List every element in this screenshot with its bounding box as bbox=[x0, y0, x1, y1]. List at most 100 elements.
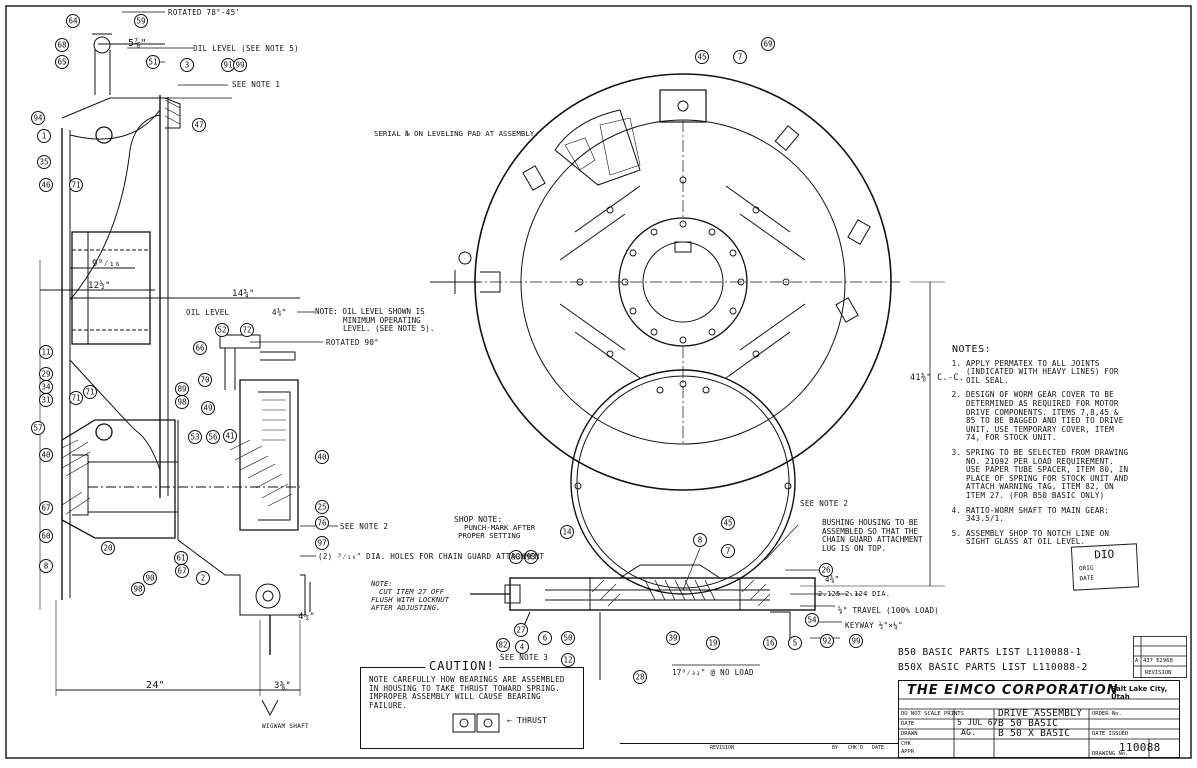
revision-letter: A bbox=[1135, 658, 1139, 664]
item-balloon-circle bbox=[788, 636, 802, 650]
item-balloon-number: 65 bbox=[57, 58, 66, 67]
item-balloon-circle bbox=[39, 448, 53, 462]
item-balloon-number: 46 bbox=[41, 181, 51, 190]
label-see-note-2-left: SEE NOTE 2 bbox=[340, 522, 388, 531]
item-balloon-number: 69 bbox=[763, 40, 772, 49]
item-balloon-number: 57 bbox=[33, 424, 42, 433]
parts-lists: B50 BASIC PARTS LIST L110088-1 B50X BASI… bbox=[898, 645, 1088, 675]
item-balloon-number: 41 bbox=[225, 432, 234, 441]
item-balloon-number: 59 bbox=[136, 17, 145, 26]
shop-note-line: PROPER SETTING bbox=[458, 531, 521, 541]
item-balloon-circle bbox=[805, 613, 819, 627]
item-balloon-circle bbox=[69, 391, 83, 405]
thrust-text: THRUST bbox=[517, 716, 548, 725]
label-oil-level-note5: OIL LEVEL (SEE NOTE 5) bbox=[193, 44, 299, 53]
item-balloon-number: 11 bbox=[41, 348, 50, 357]
item-balloon-number: 90 bbox=[145, 574, 155, 583]
item-balloon-circle bbox=[134, 14, 148, 28]
item-balloon-number: 16 bbox=[765, 639, 775, 648]
notes-heading: NOTES: bbox=[952, 344, 992, 355]
item-balloon-number: 25 bbox=[317, 503, 326, 512]
item-balloon-number: 19 bbox=[708, 639, 717, 648]
item-balloon-number: 40 bbox=[41, 451, 51, 460]
item-balloon-circle bbox=[201, 401, 215, 415]
item-balloon-circle bbox=[55, 55, 69, 69]
cut-note: NOTE: CUT ITEM 27 OFF FLUSH WITH LOCKNUT… bbox=[371, 580, 449, 612]
revision-strip: REVISION BY CHK'D DATE bbox=[620, 743, 898, 753]
bushing-note-line: ASSEMBLED SO THAT THE bbox=[822, 526, 919, 536]
item-balloon-number: 51 bbox=[148, 58, 157, 67]
item-balloon-number: 5 bbox=[793, 639, 798, 648]
item-balloon-circle bbox=[633, 670, 647, 684]
order-label: ORDER No. bbox=[1092, 711, 1122, 717]
item-balloon-circle bbox=[31, 111, 45, 125]
company-location: Salt Lake City, Utah bbox=[1111, 685, 1168, 701]
item-balloon-number: 7 bbox=[738, 53, 743, 62]
item-balloon-number: 20 bbox=[103, 544, 113, 553]
item-balloon-number: 39 bbox=[668, 634, 677, 643]
item-balloon-number: 76 bbox=[317, 519, 327, 528]
dim-14-3-4: 14¾" bbox=[232, 289, 255, 299]
item-balloon-circle bbox=[146, 55, 160, 69]
bushing-note-line: CHAIN GUARD ATTACHMENT bbox=[822, 535, 923, 545]
item-balloon-number: 60 bbox=[41, 532, 51, 541]
item-balloon-circle bbox=[39, 393, 53, 407]
item-balloon-circle bbox=[721, 516, 735, 530]
note-item: SPRING TO BE SELECTED FROM DRAWING NO. 2… bbox=[966, 448, 1132, 501]
item-balloon-circle bbox=[849, 634, 863, 648]
item-balloon-circle bbox=[315, 450, 329, 464]
stamp-title: DIO bbox=[1094, 547, 1115, 562]
item-balloon-circle bbox=[524, 550, 538, 564]
item-balloon-circle bbox=[180, 58, 194, 72]
item-balloon-number: 56 bbox=[208, 433, 218, 442]
oil-note-line: LEVEL. (SEE NOTE 5). bbox=[343, 324, 435, 334]
item-balloon-number: 99 bbox=[851, 637, 860, 646]
drawn-label: DRAWN bbox=[901, 731, 918, 737]
item-balloon-number: 66 bbox=[195, 344, 205, 353]
note-item: DESIGN OF WORM GEAR COVER TO BE DETERMIN… bbox=[966, 391, 1132, 443]
item-balloon-circle bbox=[31, 421, 45, 435]
item-balloon-circle bbox=[175, 395, 189, 409]
stamp-line: DATE bbox=[1079, 574, 1095, 583]
item-balloon-circle bbox=[37, 155, 51, 169]
item-balloon-number: 71 bbox=[85, 388, 94, 397]
item-balloon-circle bbox=[196, 571, 210, 585]
item-balloon-circle bbox=[101, 541, 115, 555]
label-see-note-3: SEE NOTE 3 bbox=[500, 653, 548, 662]
item-balloon-number: 6 bbox=[543, 634, 548, 643]
oil-level-note: NOTE: OIL LEVEL SHOWN IS MINIMUM OPERATI… bbox=[315, 307, 435, 334]
caution-box: CAUTION! NOTE CAREFULLY HOW BEARINGS ARE… bbox=[360, 660, 584, 749]
drawing-no-label: DRAWING No. bbox=[1092, 751, 1129, 757]
item-balloon-number: 99 bbox=[235, 61, 244, 70]
item-balloon-circle bbox=[69, 178, 83, 192]
label-see-note-1: SEE NOTE 1 bbox=[232, 80, 280, 89]
notes-list: APPLY PERMATEX TO ALL JOINTS (INDICATED … bbox=[952, 359, 1132, 547]
rev-strip-date: DATE bbox=[872, 745, 885, 751]
item-balloon-circle bbox=[315, 516, 329, 530]
scale-label: DO NOT SCALE PRINTS bbox=[901, 711, 964, 717]
item-balloon-circle bbox=[131, 582, 145, 596]
dim-12-1-2: 12½" bbox=[88, 280, 111, 291]
item-balloon-circle bbox=[55, 38, 69, 52]
label-rotated-top: ROTATED 78°-45' bbox=[168, 8, 240, 17]
item-balloon-number: 64 bbox=[68, 17, 78, 26]
rev-strip-chkd: CHK'D bbox=[848, 745, 864, 751]
item-balloon-number: 35 bbox=[39, 158, 48, 167]
item-balloon-number: 45 bbox=[697, 53, 706, 62]
item-balloon-circle bbox=[39, 501, 53, 515]
parts-list-line: B50 BASIC PARTS LIST L110088-1 bbox=[898, 647, 1082, 658]
dim-4-1-2: 4½" bbox=[298, 611, 315, 622]
item-balloon-number: 61 bbox=[176, 554, 185, 563]
note-item: APPLY PERMATEX TO ALL JOINTS (INDICATED … bbox=[966, 359, 1132, 386]
label-see-note-2-right: SEE NOTE 2 bbox=[800, 499, 848, 508]
item-balloon-number: 52 bbox=[217, 326, 226, 335]
item-balloon-number: 89 bbox=[177, 385, 186, 394]
item-balloon-number: 82 bbox=[498, 641, 507, 650]
appr-label: APPR bbox=[901, 749, 915, 755]
general-notes: NOTES: APPLY PERMATEX TO ALL JOINTS (IND… bbox=[952, 344, 1132, 553]
oil-note-line: NOTE: OIL LEVEL SHOWN IS bbox=[315, 307, 425, 316]
item-balloon-number: 7 bbox=[726, 547, 731, 556]
item-balloon-circle bbox=[666, 631, 680, 645]
